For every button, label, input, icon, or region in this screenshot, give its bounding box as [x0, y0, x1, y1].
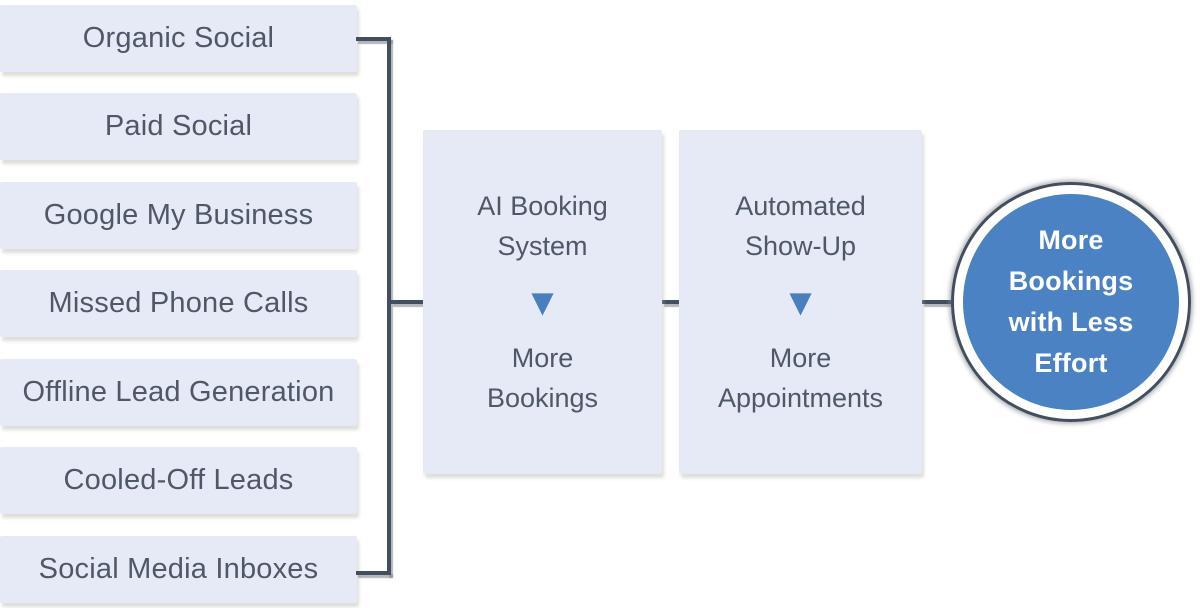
bracket-bottom-line [356, 571, 391, 575]
stage-box-automated-show-up: Automated Show-Up ▼ More Appointments [679, 130, 922, 474]
connector-bracket-to-stage1 [391, 300, 424, 304]
down-arrow-icon: ▼ [789, 285, 812, 319]
connector-stage1-to-stage2 [662, 300, 679, 304]
source-label: Organic Social [82, 22, 275, 54]
stage-box-ai-booking-system: AI Booking System ▼ More Bookings [423, 130, 662, 474]
source-box-offline-lead-generation: Offline Lead Generation [0, 359, 357, 426]
bracket-top-line [356, 37, 391, 41]
final-outcome-circle: More Bookings with Less Effort [963, 194, 1179, 410]
stage-outcome: More Bookings [486, 343, 599, 413]
source-label: Cooled-Off Leads [63, 464, 294, 496]
source-label: Missed Phone Calls [48, 287, 309, 319]
source-label: Offline Lead Generation [22, 376, 335, 408]
source-box-google-my-business: Google My Business [0, 182, 357, 249]
final-outcome-label: More Bookings with Less Effort [1008, 225, 1134, 378]
connector-stage2-to-outcome [922, 300, 951, 304]
bracket-vertical-line [387, 37, 391, 575]
stage-title: AI Booking System [477, 191, 608, 261]
source-label: Social Media Inboxes [38, 553, 319, 585]
source-box-paid-social: Paid Social [0, 93, 357, 160]
source-box-missed-phone-calls: Missed Phone Calls [0, 270, 357, 337]
down-arrow-icon: ▼ [531, 285, 554, 319]
stage-outcome: More Appointments [717, 343, 884, 413]
source-label: Paid Social [104, 110, 253, 142]
source-label: Google My Business [43, 199, 314, 231]
source-box-cooled-off-leads: Cooled-Off Leads [0, 447, 357, 514]
source-box-organic-social: Organic Social [0, 5, 357, 72]
source-box-social-media-inboxes: Social Media Inboxes [0, 536, 357, 603]
final-outcome-ring: More Bookings with Less Effort [951, 182, 1191, 422]
stage-title: Automated Show-Up [735, 191, 866, 261]
